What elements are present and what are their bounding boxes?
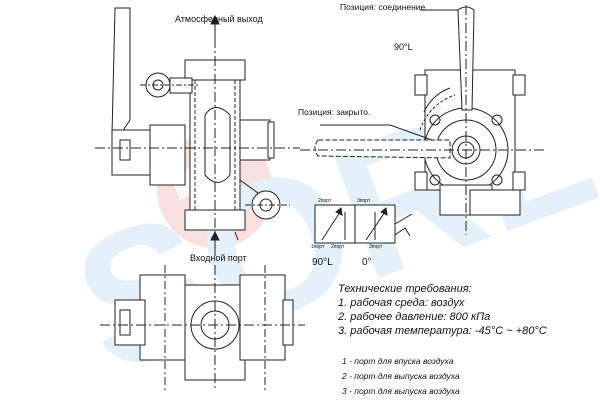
angle-top-label: 90°L [394,42,413,52]
requirement-item: 2. рабочее давление: 800 кПа [338,311,491,323]
schematic-port2-bottom-label: 2порт [331,244,345,250]
requirement-item: 3. рабочая температура: -45°C ~ +80°C [338,325,547,337]
position-closed-label: Позиция: закрыто. [298,107,371,117]
position-connection-label: Позиция: соединение [340,2,426,12]
angle-right-label: 0° [362,257,372,268]
legend-item: 2 - порт для выпуска воздуха [342,371,460,381]
atmospheric-outlet-label: Атмосферный выход [175,14,263,24]
schematic-port2-label: 2порт [318,198,332,204]
requirement-item: 1. рабочая среда: воздух [338,297,465,309]
requirements-title: Технические требования: [338,283,472,295]
legend-item: 3 - порт для выпуска воздуха [342,386,460,396]
inlet-port-label: Входной порт [190,253,247,263]
angle-left-label: 90°L [312,257,333,268]
schematic-port3-top-label: 3порт [357,198,371,204]
legend-item: 1 - порт для впуска воздуха [342,356,454,366]
schematic-port3-bottom-label: 3порт [369,244,383,250]
schematic-port1-label: 1порт [311,244,325,250]
